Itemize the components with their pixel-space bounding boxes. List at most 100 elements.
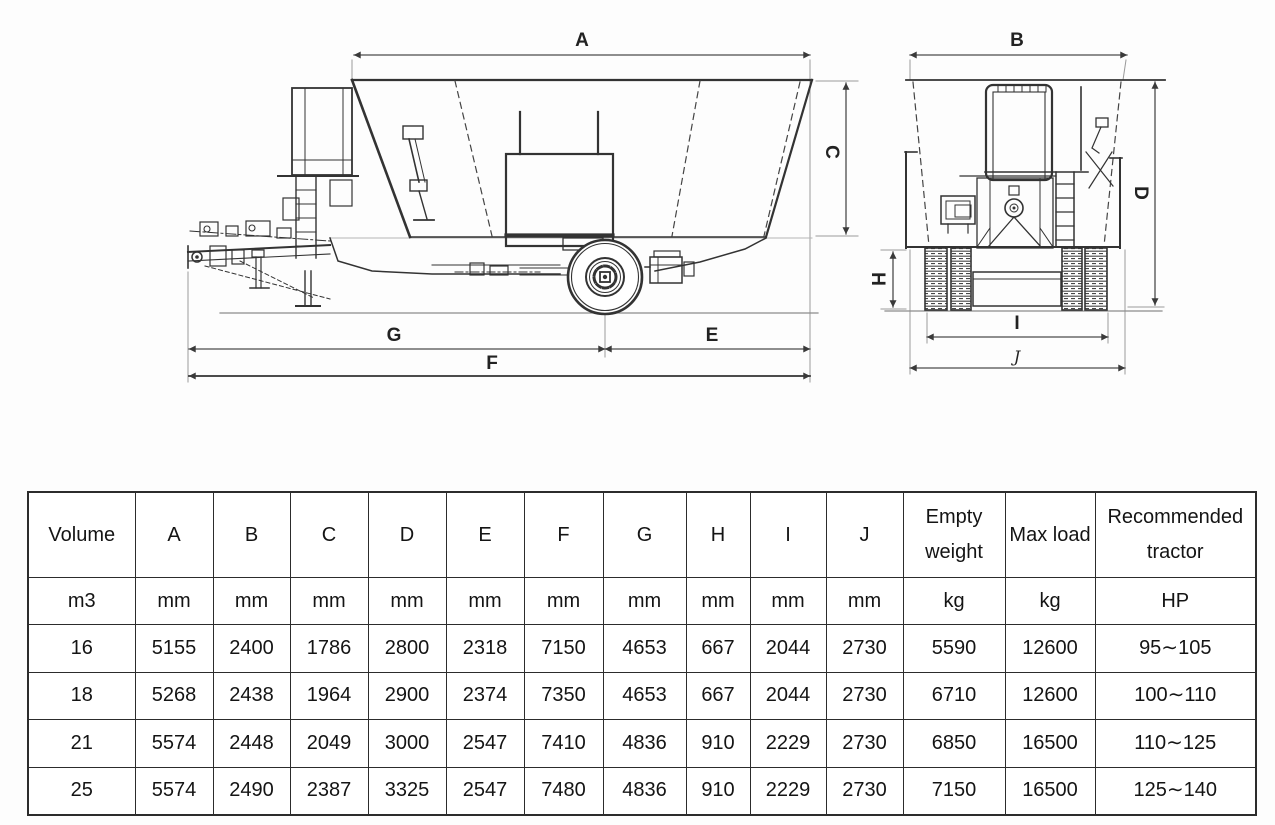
cell-j: 2730 [825,766,904,816]
dimension-b: B [909,30,1128,59]
column-header-g: G [602,491,687,578]
dim-label-b: B [1010,30,1024,51]
cell-j: 2730 [825,671,904,720]
cell-h: 910 [685,766,751,816]
unit-cell-g: mm [602,577,687,625]
cell-recommended-tractor: 110∼125 [1094,719,1257,768]
auger-cone-dashed-lines [454,80,801,237]
dimension-f: F [188,353,811,380]
cell-c: 1786 [289,624,369,673]
cell-volume: 25 [27,766,136,816]
unit-cell-max-load: kg [1004,577,1096,625]
dimension-i: I [926,313,1109,341]
unit-cell-d: mm [367,577,447,625]
unit-cell-i: mm [749,577,827,625]
rear-tires [924,247,1108,311]
unit-cell-e: mm [445,577,525,625]
cell-b: 2490 [212,766,291,816]
cell-volume: 21 [27,719,136,768]
wheel [566,238,644,316]
column-header-b: B [212,491,291,578]
column-header-d: D [367,491,447,578]
cell-e: 2547 [445,766,525,816]
unit-cell-j: mm [825,577,904,625]
dim-label-c: C [821,145,842,159]
rear-handrail [984,83,1089,182]
column-header-volume: Volume [27,491,136,578]
dimension-h: H [867,251,897,308]
cell-a: 5155 [134,624,214,673]
dim-label-e: E [706,325,719,346]
cell-d: 2800 [367,624,447,673]
column-header-i: I [749,491,827,578]
unit-cell-a: mm [134,577,214,625]
column-header-j: J [825,491,904,578]
cell-empty-weight: 5590 [902,624,1006,673]
column-header-recommended-tractor: Recommended tractor [1094,491,1257,578]
cell-empty-weight: 7150 [902,766,1006,816]
dim-label-g: G [387,325,402,346]
cell-g: 4653 [602,624,687,673]
axle-fittings [454,250,695,284]
cell-d: 3325 [367,766,447,816]
discharge-door [504,110,615,251]
cell-h: 667 [685,624,751,673]
unit-cell-b: mm [212,577,291,625]
cell-b: 2400 [212,624,291,673]
rear-machinery [940,175,1057,249]
cell-c: 1964 [289,671,369,720]
front-platform [277,87,359,221]
dimension-c: C [821,82,850,235]
cell-max-load: 12600 [1004,624,1096,673]
cell-g: 4653 [602,671,687,720]
cell-d: 3000 [367,719,447,768]
rear-extension-lines [880,59,1165,375]
cell-i: 2229 [749,719,827,768]
hitch-drawbar [186,220,332,300]
dimension-d: D [1130,81,1159,306]
cell-recommended-tractor: 100∼110 [1094,671,1257,720]
unit-cell-recommended-tractor: HP [1094,577,1257,625]
column-header-c: C [289,491,369,578]
cell-b: 2438 [212,671,291,720]
column-header-empty-weight: Empty weight [902,491,1006,578]
cell-h: 667 [685,671,751,720]
cell-a: 5268 [134,671,214,720]
dim-label-i: I [1014,313,1019,334]
column-header-e: E [445,491,525,578]
cell-i: 2044 [749,671,827,720]
cell-i: 2044 [749,624,827,673]
cell-recommended-tractor: 95∼105 [1094,624,1257,673]
cell-max-load: 12600 [1004,671,1096,720]
column-header-a: A [134,491,214,578]
side-extension-lines [187,59,859,383]
rear-view: B D H I J [867,30,1166,375]
dim-label-a: A [575,30,589,51]
hopper-rear [904,79,1166,249]
rear-chassis [972,271,1062,307]
unit-cell-volume: m3 [27,577,136,625]
dimension-g: G [188,325,606,353]
unit-cell-c: mm [289,577,369,625]
cell-max-load: 16500 [1004,719,1096,768]
cell-i: 2229 [749,766,827,816]
cell-a: 5574 [134,719,214,768]
cell-empty-weight: 6850 [902,719,1006,768]
lower-tub [295,236,768,307]
cell-f: 7480 [523,766,604,816]
cell-e: 2318 [445,624,525,673]
cell-g: 4836 [602,719,687,768]
cell-d: 2900 [367,671,447,720]
cell-f: 7150 [523,624,604,673]
cell-b: 2448 [212,719,291,768]
hopper-side [329,78,814,239]
